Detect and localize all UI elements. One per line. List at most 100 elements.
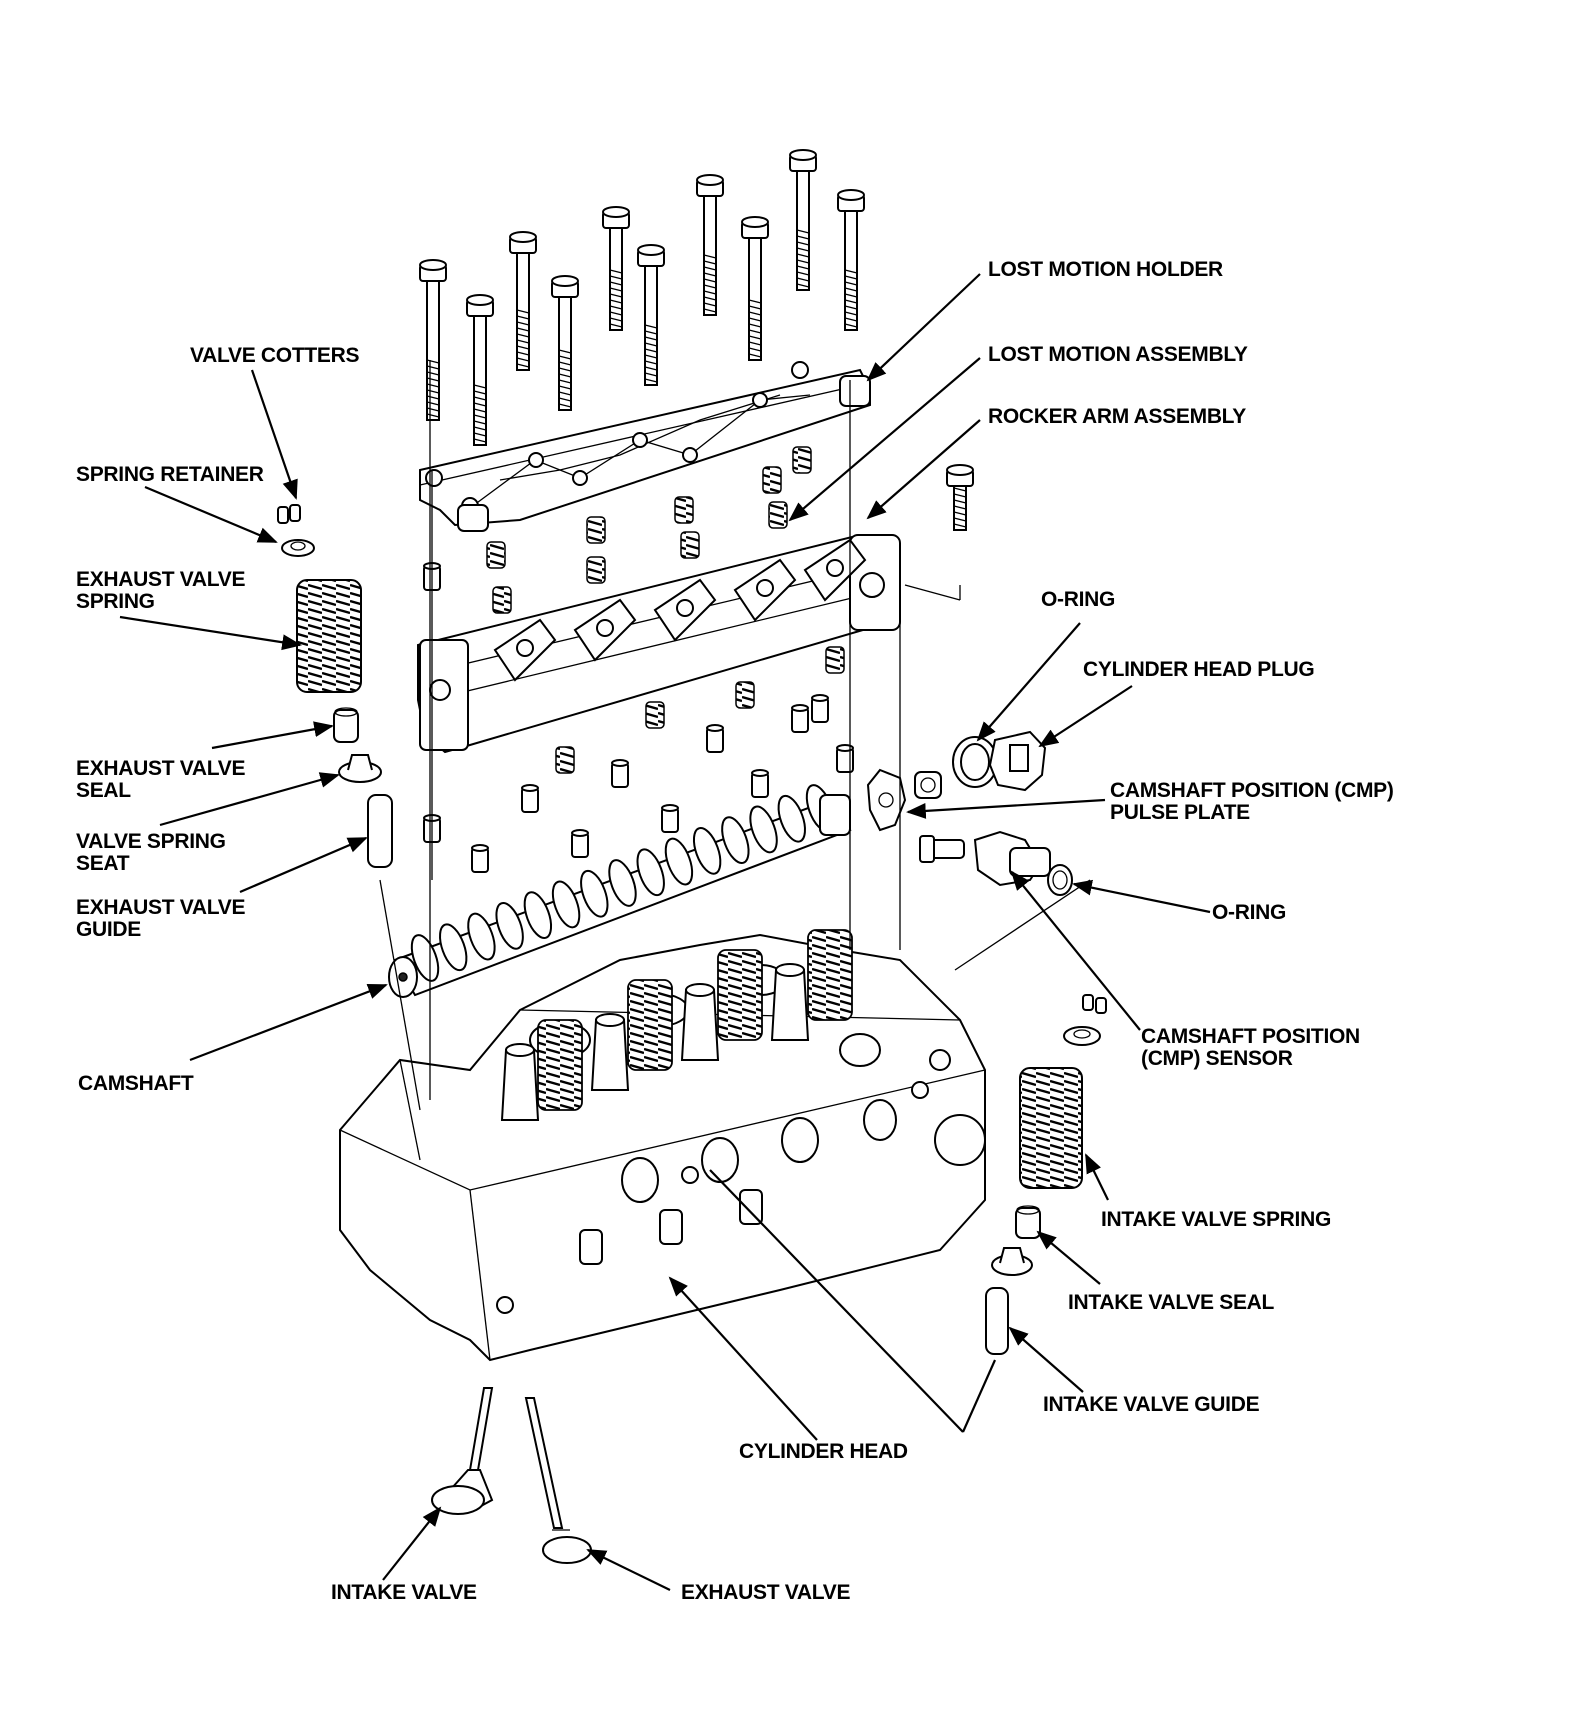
bolt [946, 464, 974, 531]
bolt [741, 216, 769, 361]
label-lost-motion-assembly: LOST MOTION ASSEMBLY [988, 343, 1248, 366]
valve-cotters-part [277, 504, 301, 524]
label-lost-motion-holder: LOST MOTION HOLDER [988, 258, 1223, 281]
installed-valve-spring [627, 979, 673, 1071]
cam-lobe [692, 826, 722, 875]
leader-lines [119, 273, 1211, 1591]
spring-retainer-part [281, 539, 315, 557]
intake-spring-seat-part [991, 1247, 1033, 1276]
label-valve-cotters: VALVE COTTERS [190, 344, 359, 367]
label-cylinder-head: CYLINDER HEAD [739, 1440, 908, 1463]
lost-motion-spring [735, 681, 755, 709]
bolt [466, 294, 494, 446]
intake-cotters-part [1082, 994, 1107, 1014]
installed-valve-spring [807, 929, 853, 1021]
label-intake-valve-spring: INTAKE VALVE SPRING [1101, 1208, 1331, 1231]
intake-retainer-part [1063, 1026, 1101, 1046]
lost-motion-spring [586, 516, 606, 544]
cam-lobe [608, 859, 637, 907]
dowel-pin [751, 769, 769, 798]
label-cmp-pulse-plate: CAMSHAFT POSITION (CMP) PULSE PLATE [1110, 779, 1399, 824]
lost-motion-spring [792, 446, 812, 474]
bolt [696, 174, 724, 316]
dowel-pin [521, 784, 539, 813]
dowel-pin [811, 694, 829, 723]
cam-lobe [721, 816, 750, 865]
lost-motion-spring [768, 501, 788, 529]
bolt [837, 189, 865, 331]
cam-lobe [777, 794, 806, 843]
lost-motion-spring [555, 746, 575, 774]
cam-lobe [495, 901, 524, 950]
camshaft-part [388, 784, 852, 998]
intake-valve-guide-part [985, 1287, 1009, 1355]
bolt [551, 275, 579, 411]
dowel-pin [661, 804, 679, 833]
installed-valve-spring [717, 949, 763, 1041]
cam-lobe [580, 869, 609, 918]
intake-valve-part [431, 1387, 494, 1515]
labels: LOST MOTION HOLDER LOST MOTION ASSEMBLY … [76, 258, 1399, 1604]
installed-valve-guide [590, 1013, 630, 1091]
bolt [509, 231, 537, 371]
rocker-arm [653, 578, 717, 642]
cmp-sensor-part [919, 830, 1051, 887]
cam-lobe [410, 934, 440, 982]
rocker-arm [733, 558, 797, 622]
label-exhaust-valve-seal: EXHAUST VALVE SEAL [76, 757, 251, 802]
label-rocker-arm-assembly: ROCKER ARM ASSEMBLY [988, 405, 1246, 428]
label-intake-valve-guide: INTAKE VALVE GUIDE [1043, 1393, 1260, 1416]
alignment-lines [379, 360, 1091, 1111]
label-o-ring-bottom: O-RING [1212, 901, 1286, 924]
cam-lobe [467, 912, 496, 961]
exhaust-valve-spring-part [296, 579, 362, 693]
valve-spring-seat-part [338, 754, 382, 783]
cmp-pulse-plate-part [866, 768, 907, 832]
bolt [419, 259, 447, 421]
cylinder-head-part [339, 929, 986, 1362]
exhaust-valve-part [524, 1397, 592, 1564]
label-spring-retainer: SPRING RETAINER [76, 463, 264, 486]
label-cylinder-head-plug: CYLINDER HEAD PLUG [1083, 658, 1314, 681]
cam-lobe [439, 923, 468, 972]
cylinder-head-plug-part [988, 730, 1047, 792]
lost-motion-spring [492, 586, 512, 614]
exhaust-valve-guide-part [367, 794, 393, 868]
installed-valve-guide [770, 963, 810, 1041]
dowel-pin [791, 704, 809, 733]
label-intake-valve: INTAKE VALVE [331, 1581, 477, 1604]
cam-lobe [664, 837, 694, 886]
installed-valve-guide [500, 1043, 540, 1121]
dowel-pin [571, 829, 589, 858]
bolt [602, 206, 630, 331]
exhaust-valve-seal-part [333, 707, 359, 743]
cam-lobe [749, 805, 778, 854]
label-o-ring-top: O-RING [1041, 588, 1115, 611]
dowel-pin [611, 759, 629, 788]
lost-motion-spring [680, 531, 700, 559]
bolt [789, 149, 817, 291]
cam-lobe [551, 880, 581, 929]
o-ring-top-part [952, 736, 998, 788]
installed-valve-guide [680, 983, 720, 1061]
bolt [637, 244, 665, 386]
lost-motion-spring [762, 466, 782, 494]
dowel-pin [471, 844, 489, 873]
cam-lobe [523, 891, 553, 940]
label-cmp-sensor: CAMSHAFT POSITION (CMP) SENSOR [1141, 1025, 1365, 1070]
cam-lobe [636, 848, 665, 897]
intake-valve-seal-part [1015, 1205, 1041, 1239]
lost-motion-spring [645, 701, 665, 729]
lost-motion-spring [825, 646, 845, 674]
label-camshaft: CAMSHAFT [78, 1072, 194, 1095]
rocker-arm [573, 598, 637, 662]
label-valve-spring-seat: VALVE SPRING SEAT [76, 830, 231, 875]
label-intake-valve-seal: INTAKE VALVE SEAL [1068, 1291, 1275, 1314]
installed-valve-spring [537, 1019, 583, 1111]
plug-bolt-part [914, 771, 942, 799]
lost-motion-spring [674, 496, 694, 524]
o-ring-bottom-part [1047, 864, 1073, 896]
label-exhaust-valve: EXHAUST VALVE [681, 1581, 850, 1604]
